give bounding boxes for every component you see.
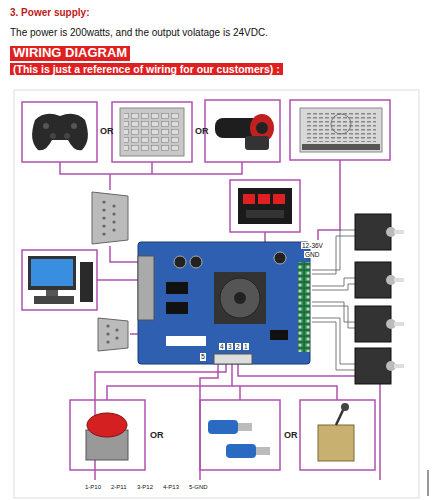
spec-note: The power is 200watts, and the output vo… (10, 27, 268, 39)
pin-name: 3-P12 (136, 484, 154, 491)
pin-number: 5 (200, 353, 206, 361)
or-label: OR (284, 430, 298, 440)
pin-number: 1 (243, 343, 249, 350)
pin-name: 1-P10 (84, 484, 102, 491)
terminal-label: 12-36V (301, 242, 324, 249)
note-banner: (This is just a reference of wiring for … (10, 63, 283, 75)
terminal-label: GND (304, 251, 320, 258)
or-label: OR (150, 430, 164, 440)
pin-name: 4-P13 (162, 484, 180, 491)
pin-number: 3 (227, 343, 233, 350)
pin-number: 2 (235, 343, 241, 350)
pin-name: 2-P11 (110, 484, 128, 491)
pin-number: 4 (219, 343, 225, 350)
controller-board: 12-36V GND (138, 238, 330, 364)
pin-name: 5-GND (188, 484, 209, 491)
or-label: OR (195, 126, 209, 136)
section-number: 3. Power supply: (10, 7, 89, 19)
or-label: OR (100, 126, 114, 136)
section-heading: WIRING DIAGRAM (10, 46, 130, 61)
